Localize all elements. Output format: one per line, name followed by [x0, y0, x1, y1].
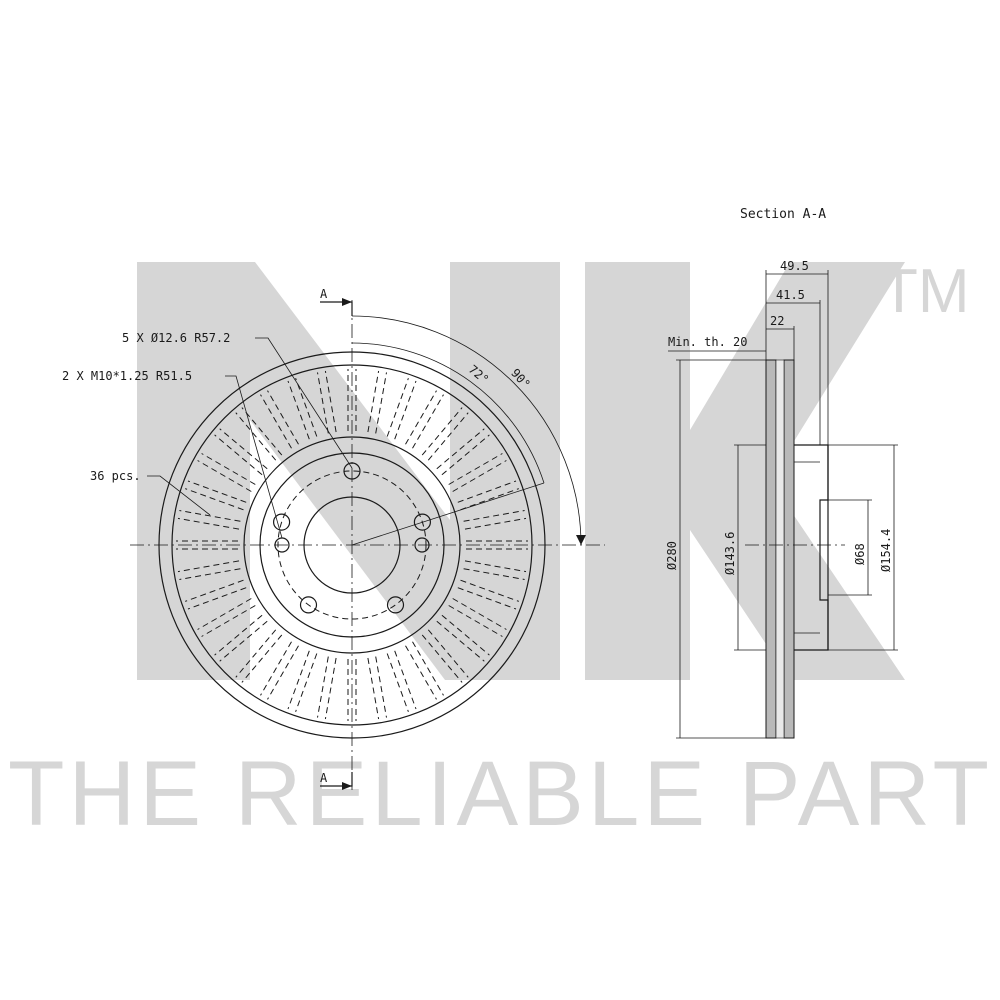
cooling-vane [421, 407, 469, 461]
cooling-vane [405, 641, 444, 700]
cooling-vane [457, 480, 519, 511]
disc-thickness-label: 22 [770, 314, 784, 328]
section-cut-label-top: A [320, 287, 328, 301]
angle-arc-72 [351, 342, 545, 484]
hat-outer-diameter-label: Ø154.4 [879, 529, 893, 572]
cooling-vane [197, 453, 256, 492]
section-cut-label-bottom: A [320, 771, 328, 785]
cooling-vane [177, 510, 241, 530]
slogan-watermark: THE RELIABLE PART [8, 743, 993, 845]
cooling-vane [457, 579, 519, 610]
disc-section-view [765, 359, 829, 739]
cooling-vane [177, 560, 241, 580]
friction-plate-right [783, 359, 795, 739]
cooling-vane [214, 614, 268, 662]
section-cut-marker-top [320, 301, 353, 316]
trademark-label: TM [880, 257, 970, 326]
cooling-vane [347, 369, 357, 431]
cooling-vane [347, 659, 357, 721]
cooling-vane [367, 656, 387, 720]
cooling-vane [463, 510, 527, 530]
bolt-hole [299, 596, 318, 614]
cooling-vane [235, 407, 283, 461]
cooling-vane [214, 428, 268, 476]
cooling-vane [405, 390, 444, 449]
angle-arrow-90 [576, 535, 586, 545]
cooling-vane [421, 629, 469, 683]
cooling-vane [260, 641, 299, 700]
cooling-vanes [176, 369, 528, 721]
friction-plate-left [765, 359, 777, 739]
bolt-holes-note: 5 X Ø12.6 R57.2 [122, 331, 230, 345]
cooling-vane [235, 629, 283, 683]
cooling-vane [287, 650, 318, 712]
cooling-vane [367, 370, 387, 434]
angle-ray-72 [351, 482, 545, 546]
bolt-hole [273, 513, 291, 531]
vane-gap [775, 359, 785, 739]
hat-diameter-label: Ø143.6 [723, 532, 737, 575]
outer-diameter-label: Ø280 [665, 541, 679, 570]
angle-arc-90 [351, 315, 582, 546]
cooling-vane [197, 598, 256, 637]
center-bore-label: Ø68 [853, 543, 867, 565]
cooling-vane [436, 428, 490, 476]
min-thickness-label: Min. th. 20 [668, 335, 747, 349]
cooling-vane [260, 390, 299, 449]
bolt-holes-leader [255, 337, 353, 469]
bolt-hole [386, 596, 405, 614]
cooling-vane [448, 598, 507, 637]
cooling-vane [317, 370, 337, 434]
cooling-vane [448, 453, 507, 492]
cooling-vane [185, 480, 247, 511]
cooling-vane [317, 656, 337, 720]
section-arrow-top [342, 298, 352, 306]
cooling-vane [463, 560, 527, 580]
cooling-vane [386, 378, 417, 440]
vanes-note: 36 pcs. [90, 469, 141, 483]
thread-holes-note: 2 X M10*1.25 R51.5 [62, 369, 192, 383]
cooling-vane [466, 540, 528, 550]
hat-height-label: 41.5 [776, 288, 805, 302]
section-title: Section A-A [740, 207, 826, 222]
overall-height-label: 49.5 [780, 259, 809, 273]
cooling-vane [176, 540, 238, 550]
cooling-vane [287, 378, 318, 440]
vanes-leader [147, 475, 211, 516]
cooling-vane [436, 614, 490, 662]
section-arrow-bottom [342, 782, 352, 790]
bolt-hole [413, 513, 431, 531]
cooling-vane [386, 650, 417, 712]
thread-holes-leader [225, 375, 283, 539]
cooling-vane [185, 579, 247, 610]
